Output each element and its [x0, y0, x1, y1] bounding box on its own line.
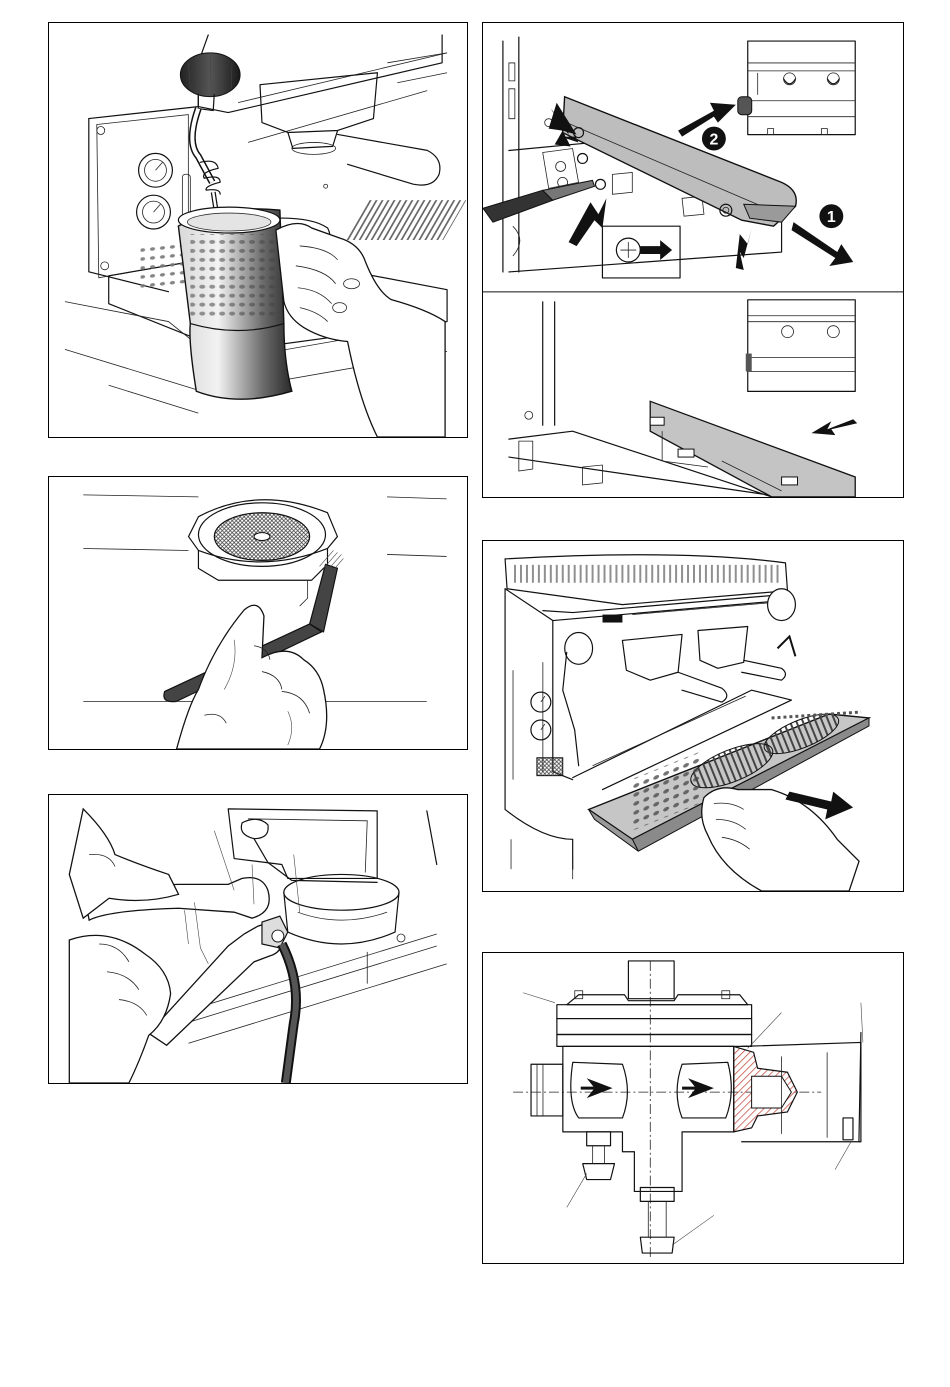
arrow-icon	[792, 222, 854, 266]
figure-steam-wand-pitcher	[48, 22, 468, 438]
wrench-illustration	[49, 795, 467, 1083]
numbered-callout-icon: 1	[819, 204, 843, 228]
figure-drip-tray-removal: 2 1	[482, 22, 904, 498]
numbered-callout-icon: 2	[702, 127, 726, 151]
drip-tray-illustration: 2 1	[483, 23, 903, 497]
valve-section-illustration	[483, 953, 903, 1263]
arrow-icon	[569, 198, 607, 246]
brush-illustration	[49, 477, 467, 749]
callout-2: 2	[709, 132, 718, 149]
grid-tray-illustration	[483, 541, 903, 891]
figure-pressure-valve-section	[482, 952, 904, 1264]
figure-grid-tray-pull-out	[482, 540, 904, 892]
figure-wrench-pipe-fitting	[48, 794, 468, 1084]
arrow-icon	[736, 228, 752, 270]
steam-wand-illustration	[49, 23, 467, 437]
figure-filter-holder-cleaning-brush	[48, 476, 468, 750]
callout-1: 1	[827, 209, 836, 226]
arrow-icon	[640, 240, 672, 260]
arrow-icon	[811, 419, 857, 435]
